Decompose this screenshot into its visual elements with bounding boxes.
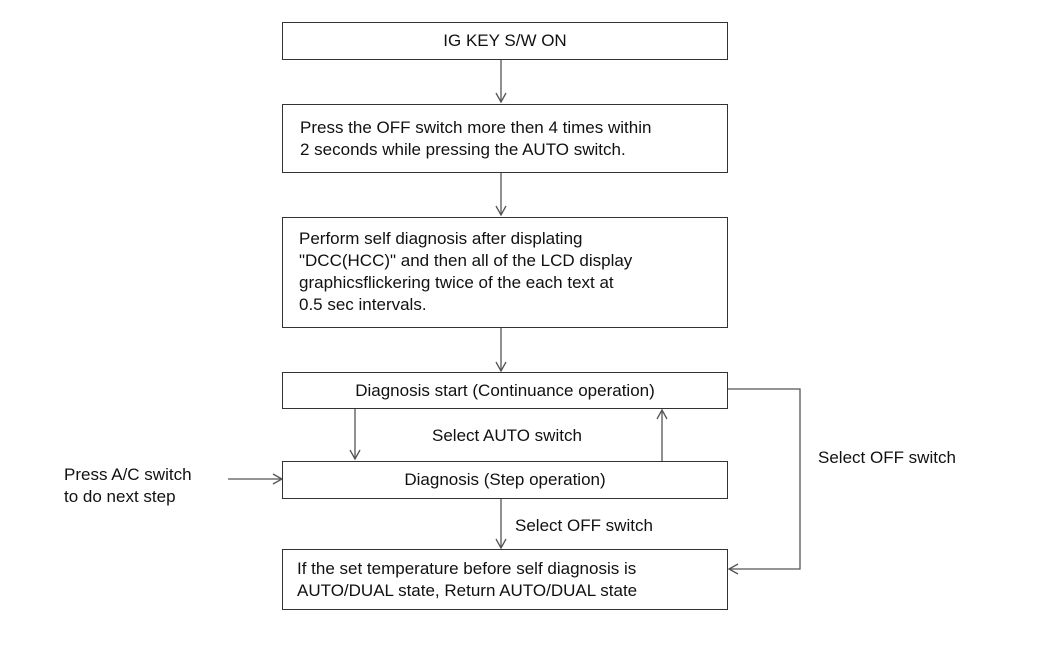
step-press-off-line-2: 2 seconds while pressing the AUTO switch… [300, 140, 626, 159]
step-perform-line-2: "DCC(HCC)" and then all of the LCD displ… [299, 251, 633, 270]
step-perform-line-1: Perform self diagnosis after displating [299, 229, 583, 248]
step-perform-line-4: 0.5 sec intervals. [299, 295, 427, 314]
label-press-ac-line-2: to do next step [64, 487, 176, 506]
step-perform-line-3: graphicsflickering twice of the each tex… [299, 273, 614, 292]
label-select-off-switch-right: Select OFF switch [818, 448, 956, 467]
step-press-off-line-1: Press the OFF switch more then 4 times w… [300, 118, 652, 137]
step-diagnosis-start-text: Diagnosis start (Continuance operation) [355, 380, 655, 400]
step-diagnosis-step-text: Diagnosis (Step operation) [404, 470, 606, 489]
label-select-off-switch-bottom: Select OFF switch [515, 516, 653, 535]
arrow-start-to-return-off [727, 388, 801, 575]
step-diagnosis-start: Diagnosis start (Continuance operation) [282, 372, 728, 409]
label-press-ac-line-1: Press A/C switch [64, 465, 192, 484]
step-return-auto-dual: If the set temperature before self diagn… [282, 549, 728, 610]
step-return-line-2: AUTO/DUAL state, Return AUTO/DUAL state [297, 581, 638, 600]
step-ig-key-on-text: IG KEY S/W ON [443, 31, 567, 50]
label-select-auto-switch: Select AUTO switch [432, 426, 582, 445]
step-press-off-switch: Press the OFF switch more then 4 times w… [282, 104, 728, 173]
step-diagnosis-step-operation: Diagnosis (Step operation) [282, 461, 728, 499]
label-press-ac-switch: Press A/C switch to do next step [64, 464, 192, 508]
step-return-line-1: If the set temperature before self diagn… [297, 559, 637, 578]
step-perform-self-diagnosis: Perform self diagnosis after displating … [282, 217, 728, 328]
step-ig-key-on: IG KEY S/W ON [282, 22, 728, 60]
